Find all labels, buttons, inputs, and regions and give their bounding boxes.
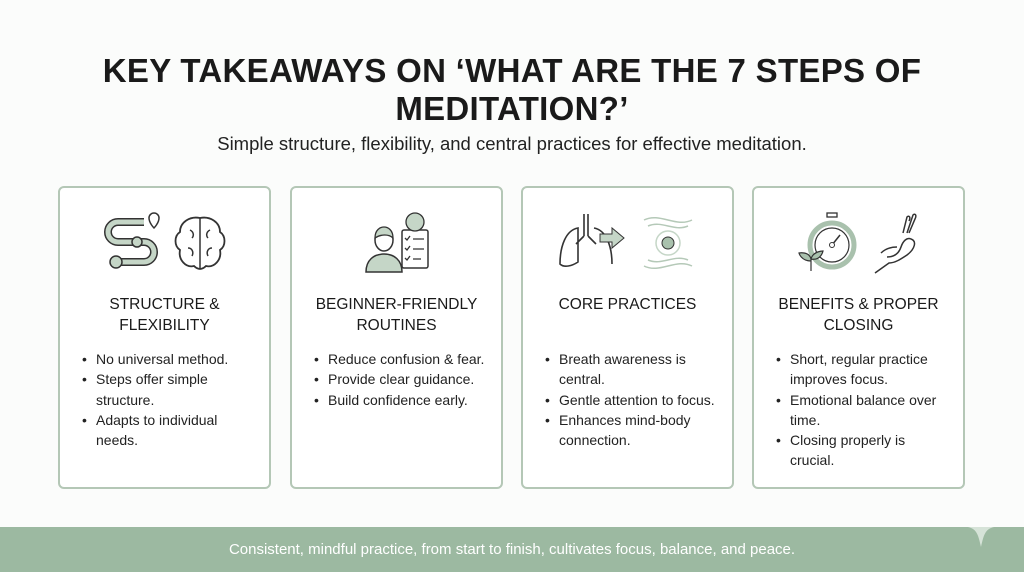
page-title: KEY TAKEAWAYS ON ‘WHAT ARE THE 7 STEPS O…: [102, 52, 922, 127]
list-item: Enhances mind-body connection.: [545, 410, 720, 451]
card-structure-flexibility: STRUCTURE & FLEXIBILITY No universal met…: [58, 186, 271, 489]
bullet-list: No universal method. Steps offer simple …: [82, 349, 269, 450]
list-item: No universal method.: [82, 349, 257, 370]
list-item: Emotional balance over time.: [776, 390, 951, 431]
stopwatch-leaf-icon: [797, 212, 856, 271]
card-title: BEGINNER-FRIENDLY ROUTINES: [315, 296, 478, 334]
footer-banner: Consistent, mindful practice, from start…: [0, 527, 1024, 572]
list-item: Breath awareness is central.: [545, 349, 720, 390]
footer-text: Consistent, mindful practice, from start…: [228, 541, 796, 558]
list-item: Adapts to individual needs.: [82, 410, 257, 451]
list-item: Provide clear guidance.: [314, 369, 489, 390]
list-item: Closing properly is crucial.: [776, 430, 951, 471]
mudra-hand-icon: [874, 213, 917, 274]
card-title: STRUCTURE & FLEXIBILITY: [109, 296, 220, 334]
lungs-icon: [558, 214, 625, 267]
list-item: Gentle attention to focus.: [545, 390, 720, 411]
card-title: BENEFITS & PROPER CLOSING: [778, 296, 939, 334]
bullet-list: Short, regular practice improves focus. …: [776, 349, 963, 471]
card-benefits-closing: BENEFITS & PROPER CLOSING Short, regular…: [752, 186, 965, 489]
brain-icon: [174, 216, 225, 270]
list-item: Build confidence early.: [314, 390, 489, 411]
card-title: CORE PRACTICES: [558, 296, 697, 313]
bullet-list: Breath awareness is central. Gentle atte…: [545, 349, 732, 450]
list-item: Short, regular practice improves focus.: [776, 349, 951, 390]
winding-path-icon: [103, 212, 160, 269]
list-item: Steps offer simple structure.: [82, 369, 257, 410]
page-subtitle: Simple structure, flexibility, and centr…: [217, 133, 807, 154]
card-core-practices: CORE PRACTICES Breath awareness is centr…: [521, 186, 734, 489]
bullet-list: Reduce confusion & fear. Provide clear g…: [314, 349, 501, 410]
list-item: Reduce confusion & fear.: [314, 349, 489, 370]
person-checklist-icon: [364, 212, 429, 273]
card-beginner-friendly: BEGINNER-FRIENDLY ROUTINES Reduce confus…: [290, 186, 503, 489]
sparkle-icon: [968, 527, 994, 547]
focus-waves-icon: [643, 217, 692, 269]
